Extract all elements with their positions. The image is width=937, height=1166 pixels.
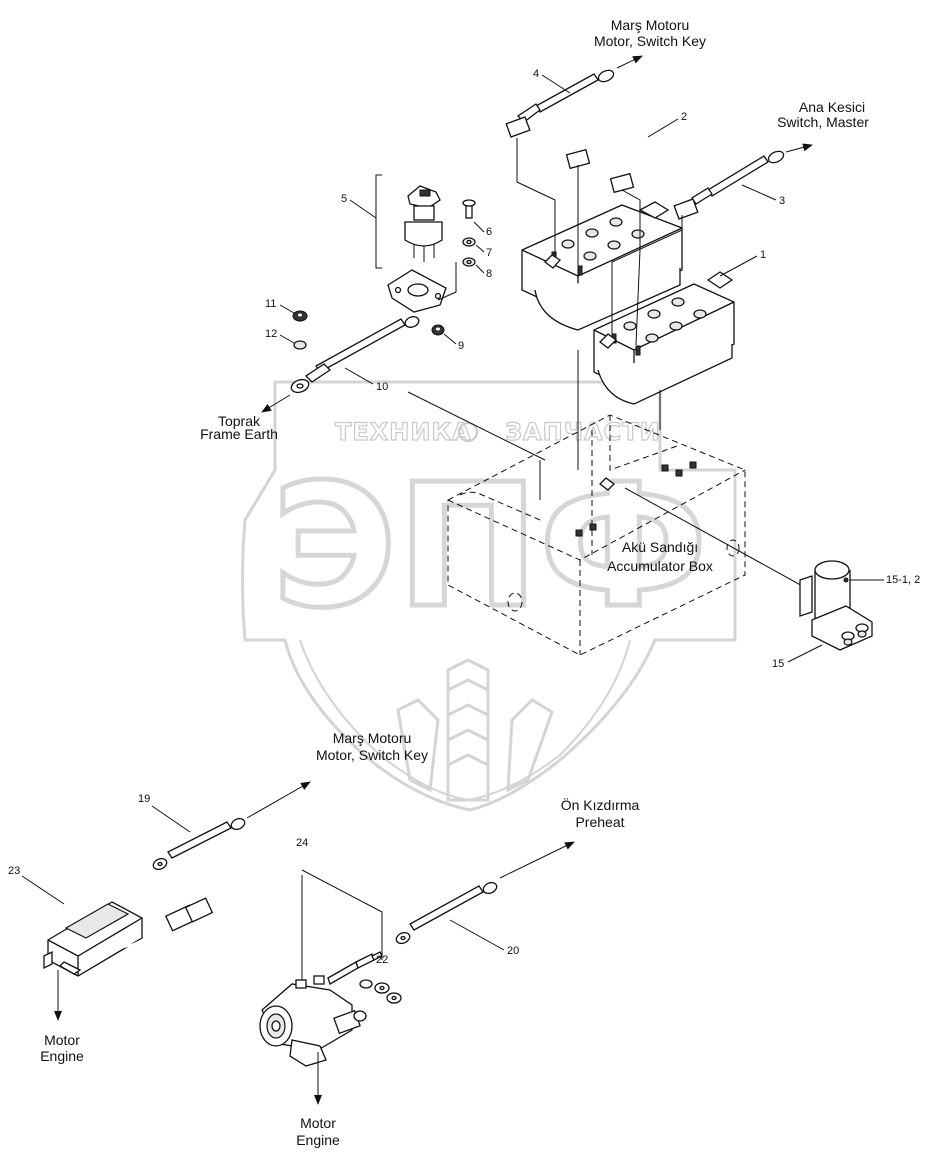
battery-rear [521,201,683,331]
relay-15 [624,487,873,651]
label-engine-left-en: Engine [40,1048,84,1064]
watermark-text-right: ЗАПЧАСТИ [505,418,661,446]
watermark: ТЕХНИКА ЗАПЧАСТИ ЭПФ [241,380,737,812]
leader-cable2-battery-front [621,189,641,346]
callouts: 4 2 3 1 5 6 7 8 9 11 12 10 15-1, 2 15 19… [8,68,920,966]
label-ground-tr: Toprak [218,413,261,429]
hardware-6-7-8-9 [431,199,476,336]
label-master-switch-tr: Ana Kesici [799,99,865,115]
label-preheat-en: Preheat [575,814,624,830]
battery-front [593,271,735,405]
label-box-en: Accumulator Box [607,558,713,574]
label-starter-mid-en: Motor, Switch Key [316,747,428,763]
key-switch [375,174,447,313]
label-starter-top-tr: Marş Motoru [611,17,690,33]
ground-cable-10 [261,310,420,413]
callout-20: 20 [507,945,519,957]
cable-2 [565,131,660,194]
watermark-text-left: ТЕХНИКА [335,418,472,446]
label-starter-top-en: Motor, Switch Key [594,33,706,49]
callout-22: 22 [376,954,388,966]
leader-24-b [301,869,383,960]
callout-6: 6 [486,226,492,238]
callout-2: 2 [681,111,687,123]
wheat-icon [396,658,554,802]
leader-cable4-battery [516,138,556,255]
callout-10: 10 [376,381,388,393]
callout-12: 12 [265,328,277,340]
label-box-tr: Akü Sandığı [622,539,698,555]
callout-3: 3 [779,195,785,207]
starter-solenoid-24 [259,951,402,1105]
callout-24: 24 [296,837,308,849]
callout-9: 9 [458,340,464,352]
callout-5: 5 [341,193,347,205]
label-engine-left-tr: Motor [44,1032,80,1048]
callout-15-1-2: 15-1, 2 [886,574,920,586]
leader-cable3-battery [611,215,683,336]
callout-8: 8 [486,268,492,280]
callout-7: 7 [486,247,492,259]
label-starter-mid-tr: Marş Motoru [333,730,412,746]
relay-23 [43,897,214,1021]
watermark-logo-text: ЭПФ [272,448,708,646]
cable-3 [673,143,813,220]
cable-19 [152,781,311,871]
label-engine-bottom-tr: Motor [300,1115,336,1131]
cable-4 [505,55,643,138]
label-engine-bottom-en: Engine [296,1132,340,1148]
label-master-switch-en: Switch, Master [777,114,869,130]
gear-icon [458,422,478,442]
label-ground-en: Frame Earth [200,426,278,442]
leader-ground-box [407,391,546,461]
cable-20 [395,841,575,945]
callout-19: 19 [138,793,150,805]
accumulator-box [447,414,746,656]
callout-4: 4 [533,68,539,80]
callout-1: 1 [760,249,766,261]
callout-15: 15 [772,658,784,670]
callout-23: 23 [8,865,20,877]
callout-11: 11 [265,298,276,310]
label-preheat-tr: Ön Kızdırma [561,796,640,813]
